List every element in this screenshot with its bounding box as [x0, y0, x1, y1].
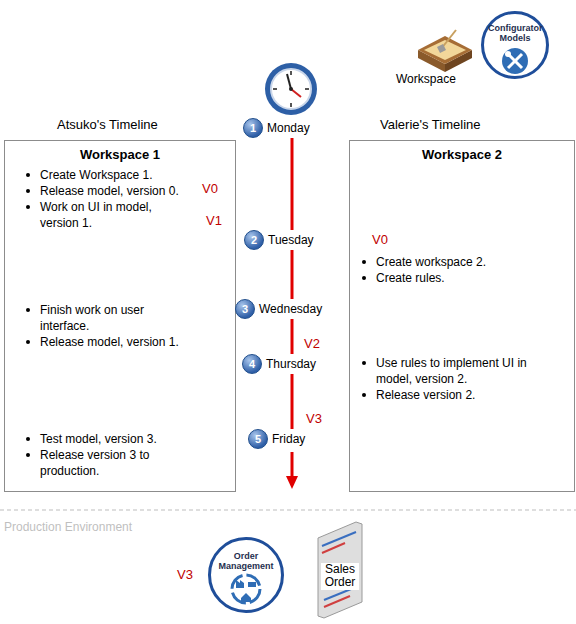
- sandbox-sand: [424, 40, 466, 60]
- clock-rim: [265, 63, 317, 115]
- step-number: 1: [243, 118, 263, 138]
- timeline-heading: Valerie's Timeline: [380, 117, 481, 133]
- document-line: [324, 596, 350, 607]
- clock-hand: [291, 89, 301, 97]
- step-marker: 4 Thursday: [242, 354, 316, 374]
- clock-center: [289, 87, 293, 91]
- sandbox-side: [445, 50, 472, 72]
- clock-tick: [305, 88, 309, 90]
- sandbox-side: [418, 50, 445, 72]
- step-number: 3: [235, 299, 255, 319]
- icon-circle: Configurator Models: [481, 11, 549, 79]
- timeline-box: Atsuko's TimelineWorkspace 1Create Works…: [4, 140, 236, 492]
- shovel-blade: [437, 44, 446, 53]
- timeline-segment: [291, 250, 294, 299]
- wrench-shape: [508, 54, 522, 68]
- version-tag: V1: [206, 213, 222, 229]
- timeline-box: Valerie's TimelineWorkspace 2V0Create wo…: [349, 140, 575, 492]
- bullet-item: Release version 3 to production.: [40, 447, 180, 479]
- bullet-item: Create Workspace 1.: [40, 167, 210, 183]
- environment-separator: [0, 510, 576, 511]
- bullet-item: Release model, version 1.: [40, 334, 210, 350]
- sandbox-icon: [418, 30, 472, 72]
- clock-face: [271, 69, 311, 109]
- clock-tick: [290, 103, 292, 107]
- clock-hand: [287, 74, 291, 89]
- workspace-title: Workspace 1: [5, 147, 235, 163]
- annotation-label: V3: [306, 411, 322, 427]
- document-page: [318, 522, 362, 618]
- screwdriver-shape: [508, 54, 522, 68]
- step-marker: 3 Wednesday: [235, 299, 322, 319]
- bullet-item: Create rules.: [376, 270, 566, 286]
- cycle-ring: [232, 575, 260, 603]
- house-shape: [241, 593, 251, 602]
- factory-shape: [236, 580, 244, 588]
- document-line: [322, 532, 356, 546]
- day-label: Tuesday: [268, 233, 314, 247]
- day-label: Wednesday: [259, 302, 322, 316]
- annotation-label: V3: [177, 567, 193, 583]
- bullet-item: Finish work on user interface.: [40, 302, 180, 334]
- step-marker: 5 Friday: [248, 429, 305, 449]
- timeline-end-arrow: [286, 452, 298, 489]
- icon-caption: Configurator Models: [488, 23, 542, 43]
- order-management-icon: [232, 575, 260, 603]
- timeline-segment: [291, 374, 294, 429]
- bullet-item: Create workspace 2.: [376, 254, 566, 270]
- icon-circle: Order Management: [208, 537, 284, 613]
- wrench-head: [505, 51, 511, 57]
- clock-icon: [265, 63, 317, 115]
- truck-shape: [248, 582, 256, 587]
- step-marker: 2 Tuesday: [244, 230, 314, 250]
- document-label: Sales Order: [321, 563, 359, 589]
- timeline-segment: [291, 319, 294, 354]
- timeline-segment: [291, 138, 294, 230]
- day-label: Monday: [267, 121, 310, 135]
- clock-tick: [273, 88, 277, 90]
- annotation-label: V2: [304, 336, 320, 352]
- step-number: 4: [242, 354, 262, 374]
- arrow-head: [286, 476, 298, 489]
- step-number: 5: [248, 429, 268, 449]
- bullet-item: Work on UI in model, version 1.: [40, 199, 190, 231]
- bullet-item: Release model, version 0.: [40, 183, 205, 199]
- sales-order-document: [318, 522, 362, 618]
- clock-tick: [290, 71, 292, 75]
- icon-caption: Order Management: [215, 551, 277, 571]
- workspace-title: Workspace 2: [350, 147, 574, 163]
- document-shape: Sales Order: [321, 563, 359, 590]
- day-label: Friday: [272, 432, 305, 446]
- annotation-label: Workspace: [396, 71, 456, 87]
- document-line: [322, 543, 345, 553]
- version-tag: V0: [202, 181, 218, 197]
- day-label: Thursday: [266, 357, 316, 371]
- timeline-heading: Atsuko's Timeline: [57, 117, 158, 133]
- bullet-item: Release version 2.: [376, 387, 566, 403]
- timeline-segment: [291, 452, 294, 478]
- tools-disc: [502, 48, 528, 74]
- bullet-item: Use rules to implement UI in model, vers…: [376, 355, 551, 387]
- tools-icon: [502, 48, 528, 74]
- annotation-label: Production Environment: [4, 519, 132, 535]
- sandbox-rim: [418, 36, 472, 64]
- version-tag: V0: [372, 232, 388, 248]
- bullet-item: Test model, version 3.: [40, 431, 210, 447]
- step-marker: 1 Monday: [243, 118, 310, 138]
- shovel-handle: [441, 30, 456, 49]
- step-number: 2: [244, 230, 264, 250]
